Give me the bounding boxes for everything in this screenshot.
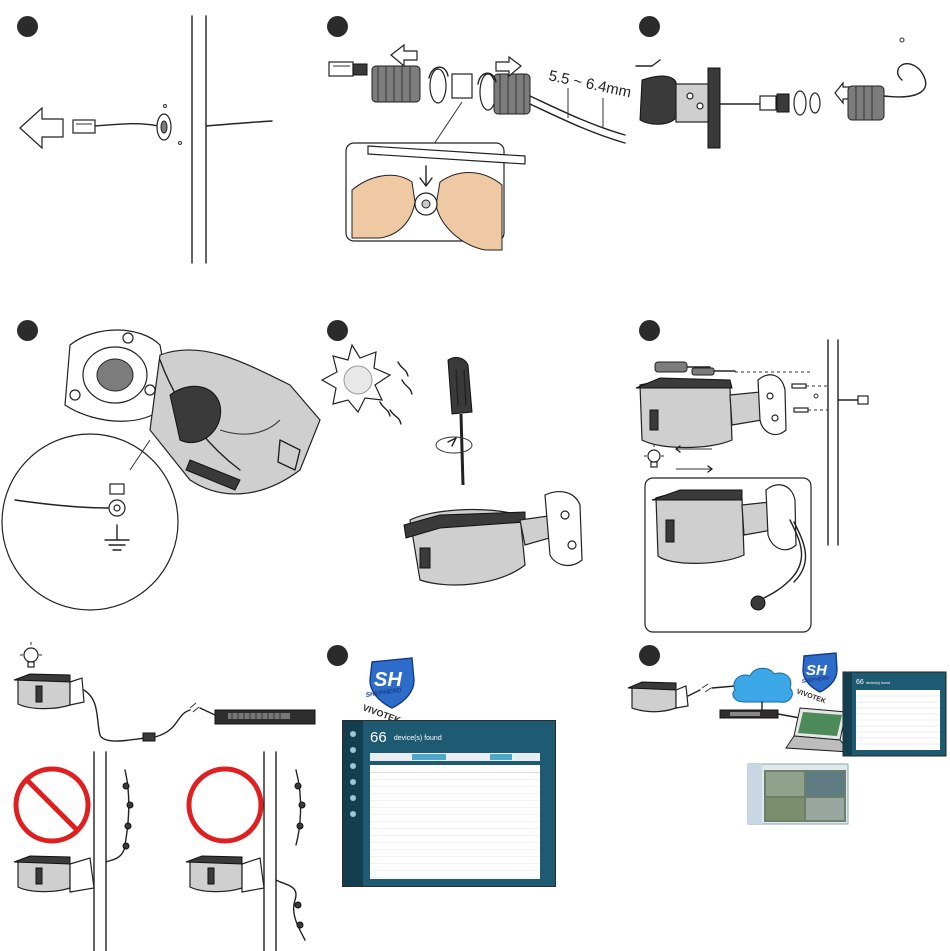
step-4-illustration (2, 330, 320, 610)
arrow-icon (391, 45, 417, 66)
arrow-icon (835, 83, 849, 103)
toolbar-button (412, 754, 446, 760)
table-row (370, 773, 540, 780)
search-toolbar (370, 753, 540, 761)
step-2-illustration: 5.5 ~ 6.4mm (329, 45, 633, 250)
network-cloud-icon (733, 668, 793, 702)
sidebar-icon (350, 795, 356, 801)
shepherd-app-window: 66 device(s) found (342, 720, 556, 887)
table-row (370, 850, 540, 857)
sidebar-icon (350, 811, 356, 817)
arrow-icon (496, 57, 521, 76)
table-row (370, 829, 540, 836)
rj45-plug (329, 62, 353, 76)
app-sidebar (343, 721, 363, 886)
cable-gland-nut (372, 66, 420, 102)
prohibited-icon (16, 769, 88, 841)
step-5-illustration (322, 345, 582, 585)
sidebar-icon (350, 731, 356, 737)
step-7-illustration (14, 642, 315, 951)
table-row (370, 808, 540, 815)
step-6-illustration (636, 340, 868, 632)
lightbulb-icon (20, 642, 42, 667)
device-found-label: device(s) found (394, 735, 442, 742)
table-row (370, 815, 540, 822)
sun-icon (322, 345, 412, 424)
device-table (370, 765, 540, 879)
table-header (370, 765, 540, 773)
device-count: 66 (370, 729, 387, 746)
table-row (370, 864, 540, 871)
rj45-plug (73, 120, 95, 133)
sidebar-icon (350, 763, 356, 769)
small-found-label: device(s) found (866, 681, 890, 685)
sidebar-icon (350, 779, 356, 785)
table-row (370, 871, 540, 878)
cable-diameter-label: 5.5 ~ 6.4mm (547, 67, 633, 101)
table-row (370, 857, 540, 864)
table-row (370, 878, 540, 879)
sidebar-icon (350, 747, 356, 753)
ok-circle-icon (189, 769, 261, 841)
step-1-illustration (20, 16, 272, 263)
table-row (370, 787, 540, 794)
small-device-count: 66 (856, 679, 864, 686)
toolbar-tab (515, 754, 537, 760)
toolbar-tab (490, 754, 512, 760)
step-3-illustration (636, 38, 926, 148)
table-row (370, 843, 540, 850)
table-row (370, 801, 540, 808)
lightbulb-icon (644, 444, 664, 467)
ground-detail-inset (2, 434, 178, 610)
table-row (370, 822, 540, 829)
step-9-illustration: 66 device(s) found (628, 668, 946, 824)
table-row (370, 836, 540, 843)
table-row (370, 794, 540, 801)
device-count-title: 66 device(s) found (370, 729, 442, 746)
arrow-icon (20, 108, 63, 148)
table-row (370, 780, 540, 787)
